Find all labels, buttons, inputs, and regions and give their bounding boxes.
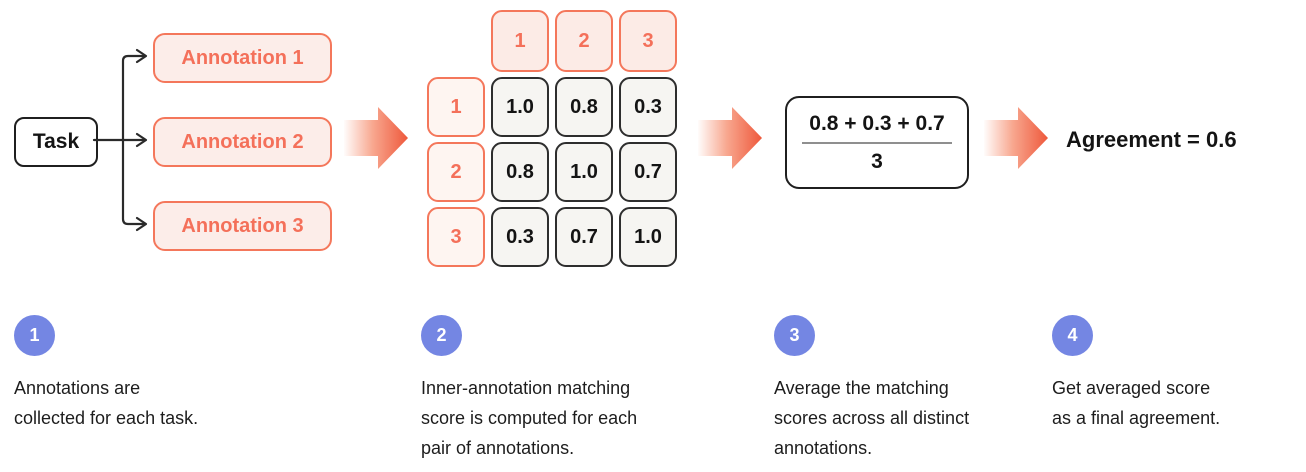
step-4-number-badge: 4 (1052, 315, 1093, 356)
step-2-description: Inner-annotation matching score is compu… (421, 373, 637, 463)
step-4: 4 Get averaged score as a final agreemen… (1052, 315, 1220, 433)
matrix-cell-2-1: 0.8 (491, 142, 549, 202)
step-1-line-1: Annotations are (14, 378, 141, 398)
step-1: 1 Annotations are collected for each tas… (14, 315, 198, 433)
task-box: Task (14, 117, 98, 167)
matrix-row-header-1: 1 (427, 77, 485, 137)
matrix-cell-1-2: 0.8 (555, 77, 613, 137)
step-4-line-2: as a final agreement. (1052, 408, 1221, 428)
matrix-col-header-1: 1 (491, 10, 549, 72)
fraction-bar (802, 141, 952, 144)
formula-denominator: 3 (871, 149, 883, 173)
flow-arrow-icon (984, 107, 1048, 169)
matrix-cell-2-2: 1.0 (555, 142, 613, 202)
matrix-cell-3-1: 0.3 (491, 207, 549, 267)
step-4-line-1: Get averaged score (1052, 378, 1211, 398)
step-3: 3 Average the matching scores across all… (774, 315, 969, 463)
average-formula-box: 0.8 + 0.3 + 0.7 3 (785, 96, 969, 189)
annotation-3-box: Annotation 3 (153, 201, 332, 251)
arrowhead-top-icon (135, 48, 148, 64)
matrix-col-header-2: 2 (555, 10, 613, 72)
task-label: Task (32, 130, 80, 153)
step-2-number: 2 (436, 325, 447, 345)
annotation-3-label: Annotation 3 (181, 214, 304, 237)
step-2-number-badge: 2 (421, 315, 462, 356)
matrix-cell-3-2: 0.7 (555, 207, 613, 267)
step-3-line-1: Average the matching (774, 378, 949, 398)
matrix-row-header-3: 3 (427, 207, 485, 267)
step-3-number-badge: 3 (774, 315, 815, 356)
connector-line-bottom (121, 138, 146, 226)
task-branch-connector (92, 48, 148, 232)
step-4-number: 4 (1067, 325, 1078, 345)
step-2-line-3: pair of annotations. (421, 438, 575, 458)
step-2-line-1: Inner-annotation matching (421, 378, 631, 398)
step-1-number: 1 (29, 325, 40, 345)
agreement-result-label: Agreement = 0.6 (1066, 127, 1237, 152)
annotation-1-label: Annotation 1 (181, 46, 304, 69)
step-1-description: Annotations are collected for each task. (14, 373, 198, 433)
matrix-cell-3-3: 1.0 (619, 207, 677, 267)
annotation-1-box: Annotation 1 (153, 33, 332, 83)
flow-arrow-icon (698, 107, 762, 169)
matrix-row-header-2: 2 (427, 142, 485, 202)
matrix-cell-1-1: 1.0 (491, 77, 549, 137)
step-3-number: 3 (789, 325, 800, 345)
formula-numerator: 0.8 + 0.3 + 0.7 (809, 111, 945, 135)
step-1-line-2: collected for each task. (14, 408, 199, 428)
step-3-line-2: scores across all distinct (774, 408, 970, 428)
annotation-2-box: Annotation 2 (153, 117, 332, 167)
step-2: 2 Inner-annotation matching score is com… (421, 315, 637, 463)
step-4-description: Get averaged score as a final agreement. (1052, 373, 1220, 433)
flow-arrow-icon (344, 107, 408, 169)
step-3-line-3: annotations. (774, 438, 873, 458)
connector-line-top (121, 54, 146, 142)
annotation-2-label: Annotation 2 (181, 130, 304, 153)
arrowhead-bottom-icon (135, 216, 148, 232)
matrix-col-header-3: 3 (619, 10, 677, 72)
matrix-cell-1-3: 0.3 (619, 77, 677, 137)
arrowhead-middle-icon (135, 132, 148, 148)
step-2-line-2: score is computed for each (421, 408, 638, 428)
matching-score-matrix: 1 2 3 1 1.0 0.8 0.3 2 0.8 1.0 0.7 3 0.3 … (427, 10, 677, 267)
step-3-description: Average the matching scores across all d… (774, 373, 969, 463)
matrix-cell-2-3: 0.7 (619, 142, 677, 202)
step-1-number-badge: 1 (14, 315, 55, 356)
